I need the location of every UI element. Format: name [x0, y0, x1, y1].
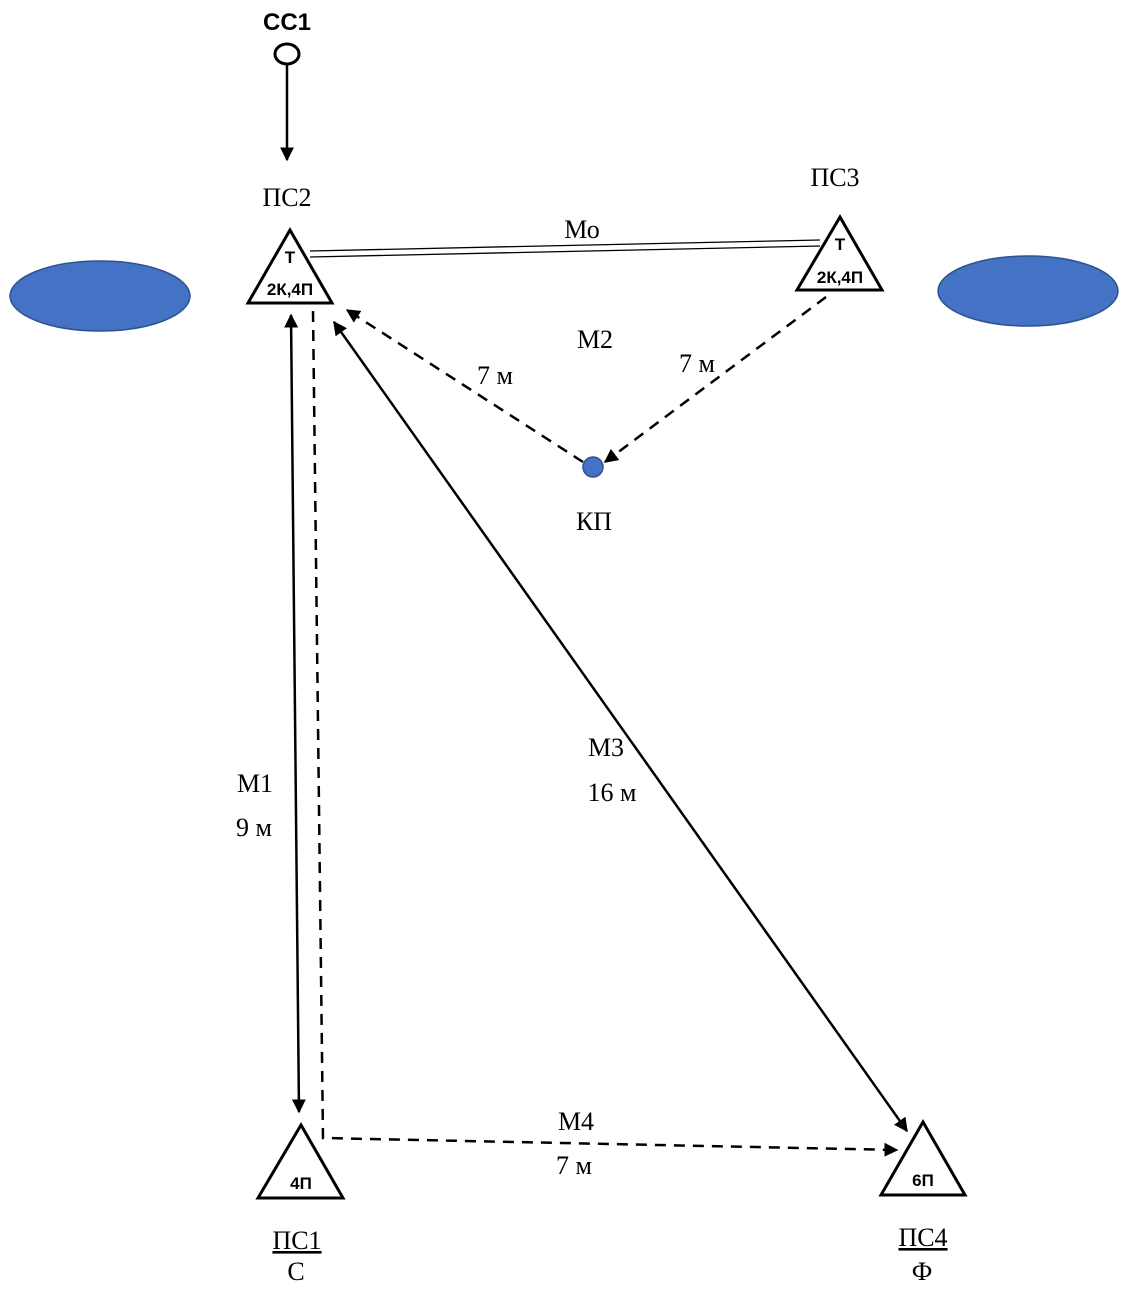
ps4-label-top: ПС4	[898, 1223, 947, 1252]
m2-right-distance: 7 м	[679, 349, 715, 378]
ps3-node-line1: Т	[835, 235, 846, 254]
kp-node	[582, 456, 604, 478]
ps4-node	[878, 1118, 968, 1197]
m4-distance: 7 м	[556, 1151, 592, 1180]
mo-line-b	[309, 245, 821, 258]
m2-left-link	[345, 308, 584, 464]
ps4-label-bottom: Ф	[912, 1257, 933, 1286]
ps3-node	[794, 214, 885, 292]
ps2-node	[245, 226, 335, 305]
ps2-node-line2: 2К,4П	[267, 280, 313, 299]
kp-label: КП	[576, 507, 612, 536]
ps2-node-line1: Т	[285, 248, 296, 267]
mo-line-a	[309, 239, 821, 252]
ps3-label: ПС3	[810, 163, 859, 192]
m2-left-distance: 7 м	[477, 361, 513, 390]
mo-label: Мо	[564, 215, 599, 244]
m1-distance: 9 м	[236, 813, 272, 842]
m3-distance: 16 м	[588, 778, 637, 807]
cc1-node	[273, 42, 301, 66]
ps1-node-line1: 4П	[290, 1174, 312, 1193]
left-ellipse	[9, 260, 191, 332]
ps1-node	[255, 1122, 346, 1200]
m2-right-link	[603, 295, 827, 464]
right-ellipse	[937, 255, 1119, 327]
m2-label: М2	[577, 325, 613, 354]
ps4-node-line1: 6П	[912, 1171, 934, 1190]
m4-label: М4	[558, 1107, 594, 1136]
cc1-label: СС1	[263, 9, 311, 36]
m1-link	[284, 313, 306, 1114]
ps1-label-top: ПС1	[272, 1226, 321, 1255]
m3-label: М3	[588, 733, 624, 762]
ps3-node-line2: 2К,4П	[817, 268, 863, 287]
ps2-label: ПС2	[262, 183, 311, 212]
m1-label: М1	[237, 769, 273, 798]
m3-link	[332, 320, 909, 1133]
m4-dashed-route	[311, 310, 899, 1157]
ps1-label-bottom: С	[287, 1257, 304, 1286]
